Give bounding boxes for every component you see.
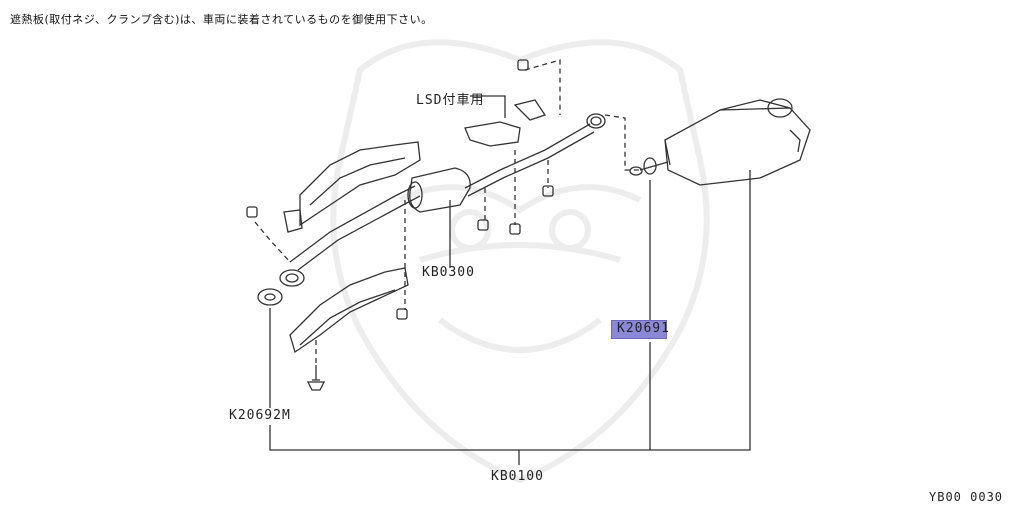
nut-group[interactable] xyxy=(246,59,554,391)
center-pipe-kb0300[interactable] xyxy=(279,113,606,287)
rear-muffler[interactable] xyxy=(629,98,811,186)
assembly-dashes xyxy=(254,59,640,364)
heat-shield-upper[interactable] xyxy=(283,141,421,233)
leader-lines xyxy=(269,95,751,465)
gasket-rear[interactable] xyxy=(643,157,657,175)
part-label-k20691[interactable]: K20691 xyxy=(617,321,670,336)
highlight-box-k20691 xyxy=(611,320,667,339)
part-label-kb0300[interactable]: KB0300 xyxy=(422,265,475,280)
part-label-k20692m[interactable]: K20692M xyxy=(229,408,291,423)
heat-shield-lower[interactable] xyxy=(289,267,409,354)
gasket-front[interactable] xyxy=(257,288,283,306)
figure-code: YB00 0030 xyxy=(929,490,1004,504)
watermark-logo xyxy=(330,39,710,484)
part-label-kb0100[interactable]: KB0100 xyxy=(491,469,544,484)
instruction-note: 遮熱板(取付ネジ、クランプ含む)は、車両に装着されているものを御使用下さい。 xyxy=(10,13,433,26)
label-lsd: LSD付車用 xyxy=(416,93,485,108)
lsd-heat-shield[interactable] xyxy=(464,99,547,147)
